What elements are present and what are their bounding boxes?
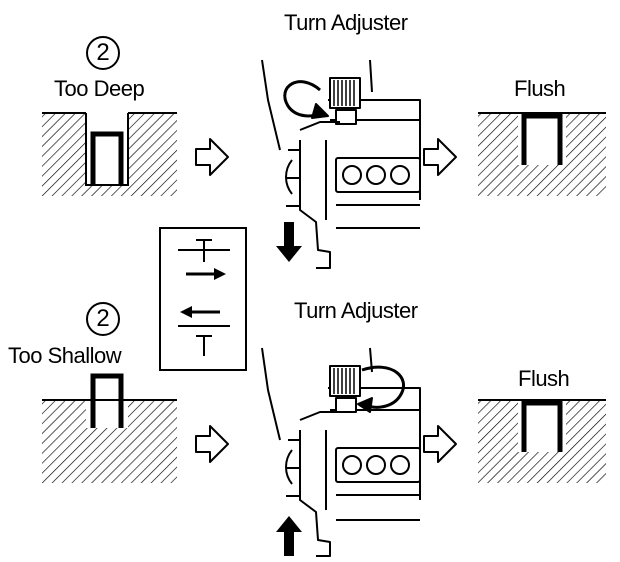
hollow-arrow-right-icon: [195, 138, 229, 176]
depth-adjust-legend-icon: [159, 227, 247, 371]
arrow-down-icon: [276, 222, 302, 262]
too-deep-label: Too Deep: [54, 76, 145, 101]
step-number-top: 2: [86, 36, 120, 70]
turn-adjuster-label-bottom: Turn Adjuster: [294, 298, 418, 323]
step-number-bottom: 2: [86, 302, 120, 336]
turn-adjuster-label-top: Turn Adjuster: [284, 10, 408, 35]
flush-bottom-cross-section: [478, 399, 606, 483]
hollow-arrow-right-icon: [195, 425, 229, 463]
too-shallow-label: Too Shallow: [8, 343, 122, 368]
tool-nose-lower: [261, 347, 421, 557]
hollow-arrow-right-icon: [423, 138, 457, 176]
flush-label-top: Flush: [514, 76, 566, 101]
too-shallow-cross-section: [42, 373, 177, 483]
too-deep-cross-section: [42, 112, 177, 196]
arrow-up-icon: [276, 516, 302, 556]
hollow-arrow-right-icon: [423, 425, 457, 463]
flush-top-cross-section: [478, 112, 606, 196]
tool-nose-upper: [261, 59, 421, 269]
flush-label-bottom: Flush: [518, 366, 570, 391]
